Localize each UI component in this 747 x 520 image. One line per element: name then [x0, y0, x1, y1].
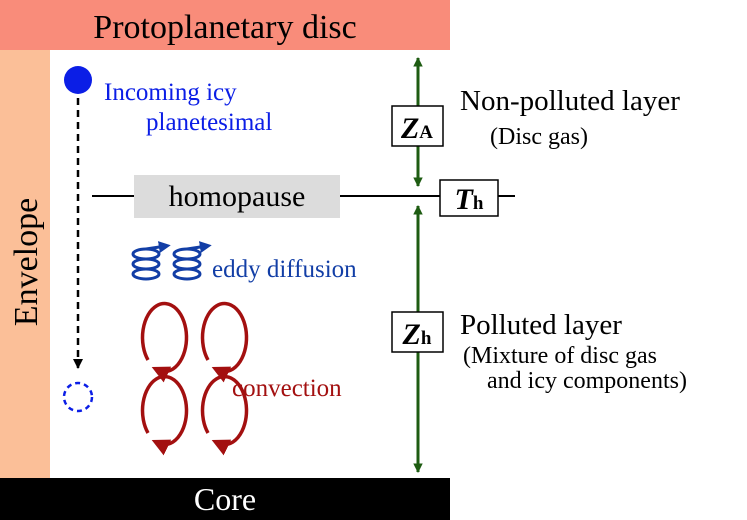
convection-label: convection: [232, 375, 342, 402]
convection-loop-icon: [140, 374, 189, 456]
non-polluted-layer-title: Non-polluted layer: [460, 85, 680, 117]
protoplanetary-disc-band: [0, 0, 450, 50]
t-h-label: Th: [455, 183, 484, 216]
non-polluted-layer-subtitle: (Disc gas): [490, 124, 588, 150]
envelope-band: [0, 50, 50, 478]
protoplanetary-disc-label: Protoplanetary disc: [93, 9, 356, 46]
polluted-layer-line3: and icy components): [487, 368, 687, 394]
polluted-layer-title: Polluted layer: [460, 309, 622, 341]
core-band: [0, 478, 450, 520]
eddy-spiral-icon: [172, 241, 212, 281]
envelope-label: Envelope: [8, 198, 45, 326]
z-h-box: [391, 311, 444, 353]
convection-loop-icon: [200, 301, 249, 383]
polluted-layer-line2: (Mixture of disc gas: [463, 343, 657, 369]
core-label: Core: [194, 481, 256, 517]
t-h-box: [439, 179, 499, 217]
dissolved-planetesimal-marker: [62, 381, 94, 413]
z-h-label: Zh: [402, 318, 432, 351]
z-a-label: ZA: [400, 112, 433, 145]
eddy-spiral-icon: [131, 241, 171, 281]
planetesimal-label-line1: Incoming icy: [104, 79, 237, 106]
homopause-box: [134, 175, 340, 218]
z-a-box: [391, 105, 444, 147]
homopause-label: homopause: [169, 180, 306, 213]
planetesimal-label-line2: planetesimal: [146, 109, 272, 136]
planetesimal-marker: [64, 66, 92, 94]
convection-loop-icon: [200, 374, 249, 456]
convection-loop-icon: [140, 301, 189, 383]
eddy-diffusion-label: eddy diffusion: [212, 256, 357, 283]
